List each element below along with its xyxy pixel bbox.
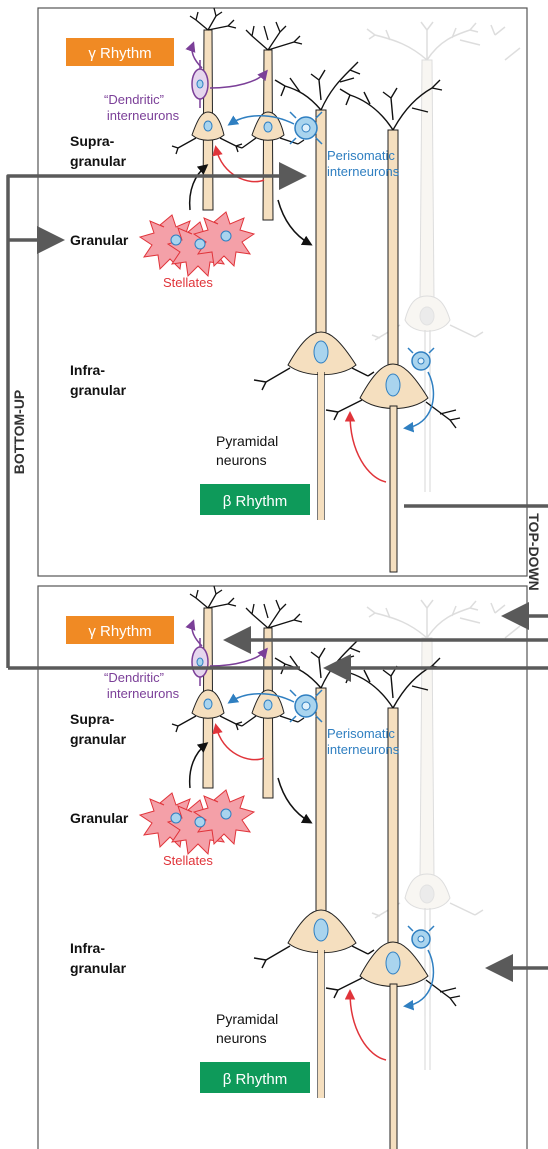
stellates-label: Stellates: [163, 275, 213, 290]
pyramidal-neurons-label-2: neurons: [216, 1030, 267, 1046]
red-feedback-arrow-infra: [350, 992, 386, 1060]
dendritic-interneurons-label: “Dendritic”: [104, 92, 164, 107]
gamma-rhythm-label: γ Rhythm: [88, 623, 151, 640]
infragranular-label-2: granular: [70, 382, 127, 398]
infragranular-label: Infra-: [70, 362, 105, 378]
perisomatic-label: Perisomatic: [327, 726, 395, 741]
bottom-up-label: BOTTOM-UP: [11, 390, 27, 475]
small-pyramidal-neuron-2: [236, 22, 304, 220]
supragranular-label: Supra-: [70, 711, 115, 727]
dendritic-interneuron: [192, 622, 266, 686]
red-feedback-arrow-supra: [216, 726, 264, 760]
infragranular-label: Infra-: [70, 940, 105, 956]
small-pyramidal-neuron-1: [172, 586, 242, 788]
cortical-panel-upper: γ Rhythm β Rhythm “Dendritic” interneuro…: [38, 8, 527, 576]
beta-rhythm-label: β Rhythm: [223, 493, 287, 510]
granular-label: Granular: [70, 232, 129, 248]
perisomatic-label: Perisomatic: [327, 148, 395, 163]
stellate-cells: [140, 790, 254, 854]
cortical-panel-lower-content: γ Rhythm β Rhythm “Dendritic” interneuro…: [38, 586, 527, 1149]
dendritic-interneurons-label: “Dendritic”: [104, 670, 164, 685]
top-down-label: TOP-DOWN: [526, 513, 542, 591]
dendritic-interneuron: [192, 44, 266, 108]
dendritic-interneurons-label-2: interneurons: [107, 108, 180, 123]
pyramidal-neurons-label-2: neurons: [216, 452, 267, 468]
stellate-cells: [140, 212, 254, 276]
supragranular-label-2: granular: [70, 153, 127, 169]
pyramidal-neurons-label: Pyramidal: [216, 433, 278, 449]
small-pyramidal-neuron-1: [172, 8, 242, 210]
infragranular-label-2: granular: [70, 960, 127, 976]
small-pyramidal-neuron-2: [236, 600, 304, 798]
supragranular-label: Supra-: [70, 133, 115, 149]
dendritic-interneurons-label-2: interneurons: [107, 686, 180, 701]
stellates-label: Stellates: [163, 853, 213, 868]
supragranular-label-2: granular: [70, 731, 127, 747]
beta-rhythm-label: β Rhythm: [223, 1071, 287, 1088]
red-feedback-arrow-infra: [350, 414, 386, 482]
stellate-to-pyramidal-arrow: [278, 200, 310, 244]
granular-label: Granular: [70, 810, 129, 826]
perisomatic-label-2: interneurons: [327, 164, 400, 179]
gamma-rhythm-label: γ Rhythm: [88, 45, 151, 62]
perisomatic-label-2: interneurons: [327, 742, 400, 757]
pyramidal-neurons-label: Pyramidal: [216, 1011, 278, 1027]
cortical-panel-lower: γ Rhythm β Rhythm “Dendritic” interneuro…: [38, 586, 527, 1149]
stellate-to-pyramidal-arrow: [278, 778, 310, 822]
